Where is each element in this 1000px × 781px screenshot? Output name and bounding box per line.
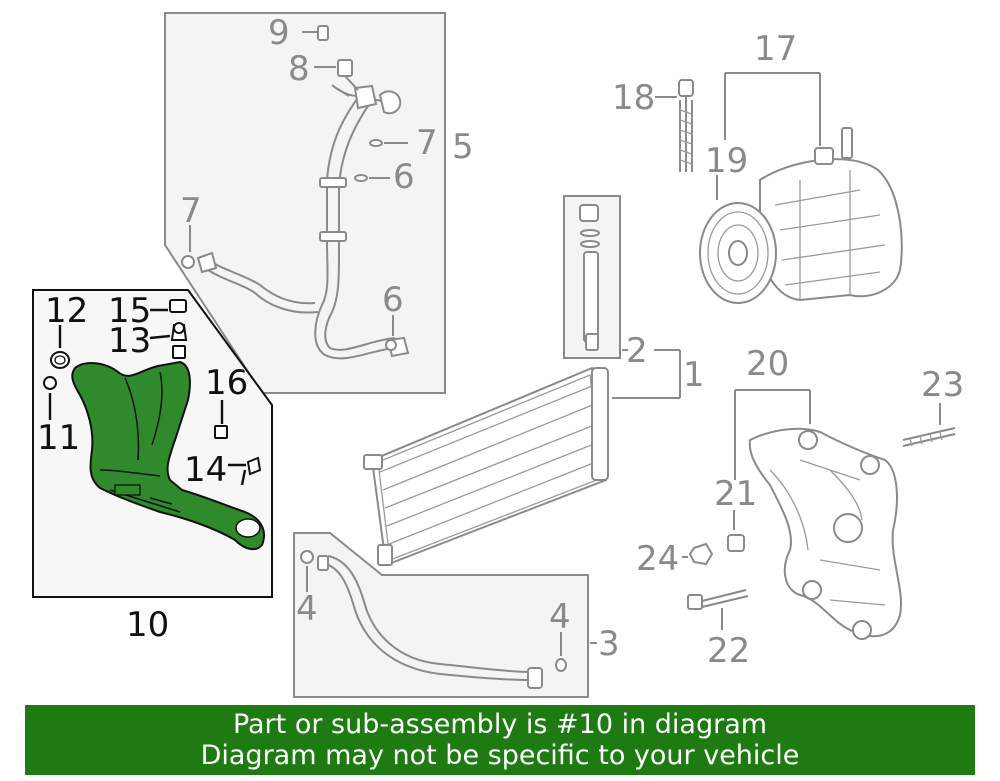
callout-4-left: 4	[296, 589, 318, 629]
callout-19: 19	[705, 141, 748, 181]
callout-11: 11	[37, 418, 80, 458]
banner-line-1: Part or sub-assembly is #10 in diagram	[232, 709, 768, 740]
highlight-panel-10	[32, 289, 273, 598]
callout-7-upper: 7	[416, 123, 438, 163]
callout-16: 16	[205, 363, 248, 403]
callout-12: 12	[45, 291, 88, 331]
callout-7-left: 7	[180, 191, 202, 231]
callout-5: 5	[452, 127, 474, 167]
compressor-17	[655, 72, 903, 304]
callout-21: 21	[714, 474, 757, 514]
info-banner: Part or sub-assembly is #10 in diagram D…	[25, 705, 975, 775]
callout-20: 20	[746, 344, 789, 384]
callout-15: 15	[108, 291, 151, 331]
callout-2: 2	[626, 331, 648, 371]
bracket-20	[682, 389, 956, 640]
callout-10: 10	[126, 605, 169, 645]
callout-22: 22	[707, 631, 750, 671]
callout-23: 23	[921, 365, 964, 405]
callout-17: 17	[754, 29, 797, 69]
condenser-1	[363, 366, 680, 567]
callout-6-lower: 6	[382, 280, 404, 320]
callout-18: 18	[612, 78, 655, 118]
hose-panel-3	[293, 532, 589, 698]
callout-6-upper: 6	[393, 157, 415, 197]
parts-diagram: 1 2 3 4 4 5 6 6 7 7 8 9 10 11 12 13 14 1…	[32, 12, 964, 698]
callout-3: 3	[598, 624, 620, 664]
callout-4-right: 4	[549, 597, 571, 637]
banner-line-2: Diagram may not be specific to your vehi…	[200, 740, 800, 771]
drier-panel-2	[563, 195, 628, 359]
callout-1: 1	[683, 355, 705, 395]
callout-14: 14	[184, 450, 227, 490]
hose-panel-5	[164, 12, 446, 394]
callout-24: 24	[636, 539, 679, 579]
reservoir-assembly	[71, 360, 265, 551]
callout-13: 13	[108, 321, 151, 361]
callout-9: 9	[268, 13, 290, 53]
callout-8: 8	[288, 49, 310, 89]
callout-labels: 1 2 3 4 4 5 6 6 7 7 8 9 10 11 12 13 14 1…	[37, 13, 964, 671]
